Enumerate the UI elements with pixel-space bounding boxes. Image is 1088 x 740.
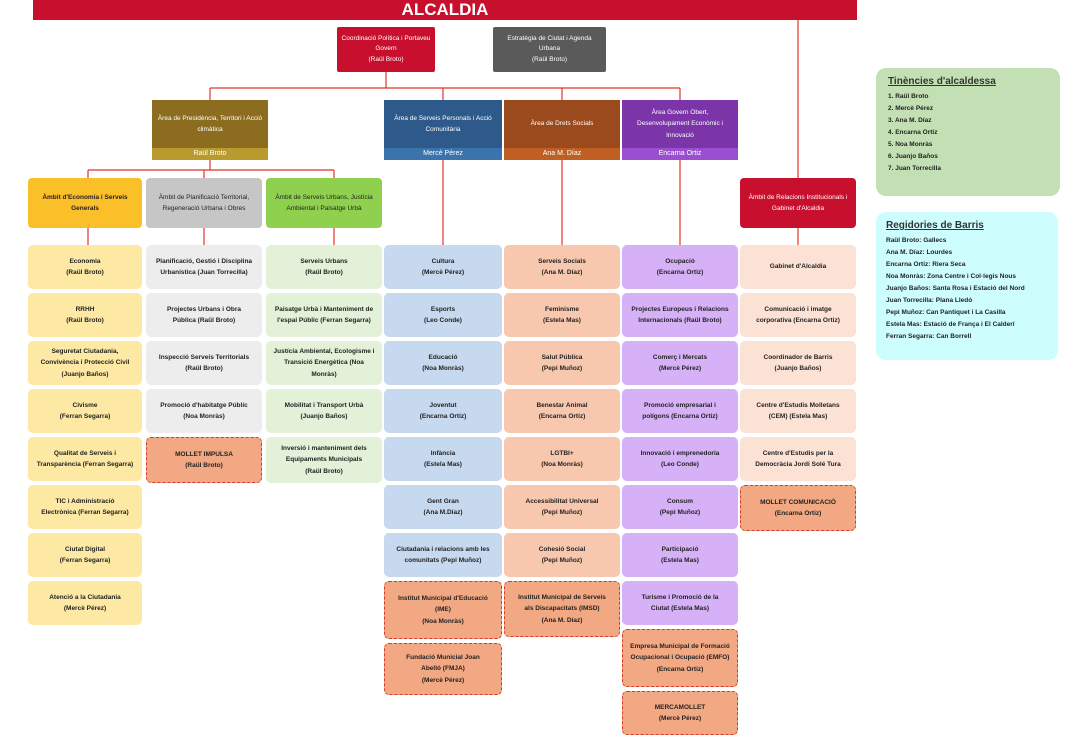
card-seguretat: Seguretat Ciutadania,Convivència i Prote… (28, 341, 142, 385)
coord-line1: Coordinació Política i Portaveu (341, 35, 431, 43)
regidoria-item: Juan Torrecilla: Plana Lledó (886, 297, 973, 304)
card-coordinador-barris: Coordinador de Barris(Juanjo Baños) (740, 341, 856, 385)
card-cohesio-social: Cohesió Social(Pepi Muñoz) (504, 533, 620, 577)
tinencia-item: 3. Ana M. Díaz (888, 117, 932, 124)
estrategia-line2: Urbana (538, 45, 561, 53)
card-infancia: Infància(Estela Mas) (384, 437, 502, 481)
estrategia-line3: (Raül Broto) (531, 55, 568, 63)
tinencia-item: 2. Mercè Pérez (888, 105, 934, 112)
area-presidencia-leader: Raül Broto (152, 148, 268, 160)
card-salut-publica: Salut Pública(Pepi Muñoz) (504, 341, 620, 385)
card-economia: Economia(Raül Broto) (28, 245, 142, 289)
card-rrhh: RRHH(Raül Broto) (28, 293, 142, 337)
card-consum: Consum(Pepi Muñoz) (622, 485, 738, 529)
card-civisme: Civisme(Ferran Segarra) (28, 389, 142, 433)
card-promocio-habitatge: Promoció d'habitatge Públic(Noa Monràs) (146, 389, 262, 433)
area-drets-socials-leader: Ana M. Díaz (504, 148, 620, 160)
card-mollet-impulsa: MOLLET IMPULSA(Raül Broto) (146, 437, 262, 483)
card-cultura: Cultura(Mercè Pérez) (384, 245, 502, 289)
card-serveis-socials: Serveis Socials(Ana M. Díaz) (504, 245, 620, 289)
card-esports: Esports(Leo Conde) (384, 293, 502, 337)
area-serveis-personals: Àrea de Serveis Personals i Acció Comuni… (384, 100, 502, 148)
card-ocupacio: Ocupació(Encarna Ortiz) (622, 245, 738, 289)
ambit-economia: Àmbit d'Economia i Serveis Generals (28, 178, 142, 228)
regidoria-item: Ferran Segarra: Can Borrell (886, 333, 972, 340)
tinencies-title: Tinències d'alcaldessa (888, 76, 996, 87)
coord-line3: (Raül Broto) (368, 55, 404, 63)
estrategia-ciutat-box: Estratègia de Ciutat i Agenda Urbana (Ra… (493, 27, 606, 72)
tinencia-item: 4. Encarna Ortiz (888, 129, 938, 136)
card-gabinet-alcaldia: Gabinet d'Alcaldia (740, 245, 856, 289)
tinencia-item: 1. Raül Broto (888, 93, 929, 100)
card-mobilitat: Mobilitat i Transport Urbà(Juanjo Baños) (266, 389, 382, 433)
card-educacio: Educació(Noa Monràs) (384, 341, 502, 385)
card-ime: Institut Municipal d'Educació(IME)(Noa M… (384, 581, 502, 639)
ambit-serveis-urbans: Àmbit de Serveis Urbans, Justícia Ambien… (266, 178, 382, 228)
ambit-planificacio: Àmbit de Planificació Territorial, Regen… (146, 178, 262, 228)
ambit-relacions-institucionals: Àmbit de Relacions Institucionals i Gabi… (740, 178, 856, 228)
area-govern-obert-leader: Encarna Ortiz (622, 148, 738, 160)
regidoria-item: Noa Monràs: Zona Centre i Col·legis Nous (886, 273, 1017, 280)
card-lgtbi: LGTBI+(Noa Monràs) (504, 437, 620, 481)
card-cem: Centre d'Estudis Molletans(CEM) (Estela … (740, 389, 856, 433)
area-drets-socials: Àrea de Drets Socials (504, 100, 620, 148)
alcaldia-header: ALCALDIA (33, 0, 857, 20)
coord-line2: Govern (375, 45, 397, 53)
card-accessibilitat: Accessibilitat Universal(Pepi Muñoz) (504, 485, 620, 529)
card-participacio: Participació(Estela Mas) (622, 533, 738, 577)
tinencies-panel: Tinències d'alcaldessa 1. Raül Broto 2. … (876, 68, 1060, 196)
card-atencio-ciutadania: Atenció a la Ciutadania(Mercè Pérez) (28, 581, 142, 625)
card-inspeccio-serveis: Inspecció Serveis Territorials(Raül Brot… (146, 341, 262, 385)
regidoria-item: Estela Mas: Estació de França i El Calde… (886, 321, 1015, 328)
regidoria-item: Juanjo Baños: Santa Rosa i Estació del N… (886, 285, 1025, 292)
card-serveis-urbans: Serveis Urbans(Raül Broto) (266, 245, 382, 289)
card-comerc-mercats: Comerç i Mercats(Mercè Pérez) (622, 341, 738, 385)
card-joventut: Joventut(Encarna Ortiz) (384, 389, 502, 433)
regidoria-item: Pepi Muñoz: Can Pantiquet i La Casilla (886, 309, 1006, 316)
card-gent-gran: Gent Gran(Ana M.Díaz) (384, 485, 502, 529)
card-mollet-comunicacio: MOLLET COMUNICACIÓ(Encarna Ortiz) (740, 485, 856, 531)
card-feminisme: Feminisme(Estela Mas) (504, 293, 620, 337)
area-govern-obert: Àrea Govern Obert, Desenvolupament Econò… (622, 100, 738, 148)
tinencia-item: 5. Noa Monràs (888, 141, 933, 148)
card-ciutat-digital: Ciutat Digital(Ferran Segarra) (28, 533, 142, 577)
tinencia-item: 7. Juan Torrecilla (888, 165, 941, 172)
card-innovacio: Innovació i emprenedoria(Leo Conde) (622, 437, 738, 481)
regidoria-item: Encarna Ortiz: Riera Seca (886, 261, 966, 268)
area-serveis-personals-leader: Mercè Pérez (384, 148, 502, 160)
tinencia-item: 6. Juanjo Baños (888, 153, 938, 160)
area-presidencia: Àrea de Presidència, Territori i Acció c… (152, 100, 268, 148)
card-mercamollet: MERCAMOLLET(Mercè Pérez) (622, 691, 738, 735)
regidories-title: Regidories de Barris (886, 220, 984, 231)
regidoria-item: Ana M. Díaz: Lourdes (886, 249, 953, 256)
regidoria-item: Raül Broto: Gallecs (886, 237, 947, 244)
card-benestar-animal: Benestar Animal(Encarna Ortiz) (504, 389, 620, 433)
regidories-panel: Regidories de Barris Raül Broto: Gallecs… (876, 212, 1058, 360)
coordinacio-politica-box: Coordinació Política i Portaveu Govern (… (337, 27, 435, 72)
estrategia-line1: Estratègia de Ciutat i Agenda (507, 35, 592, 43)
